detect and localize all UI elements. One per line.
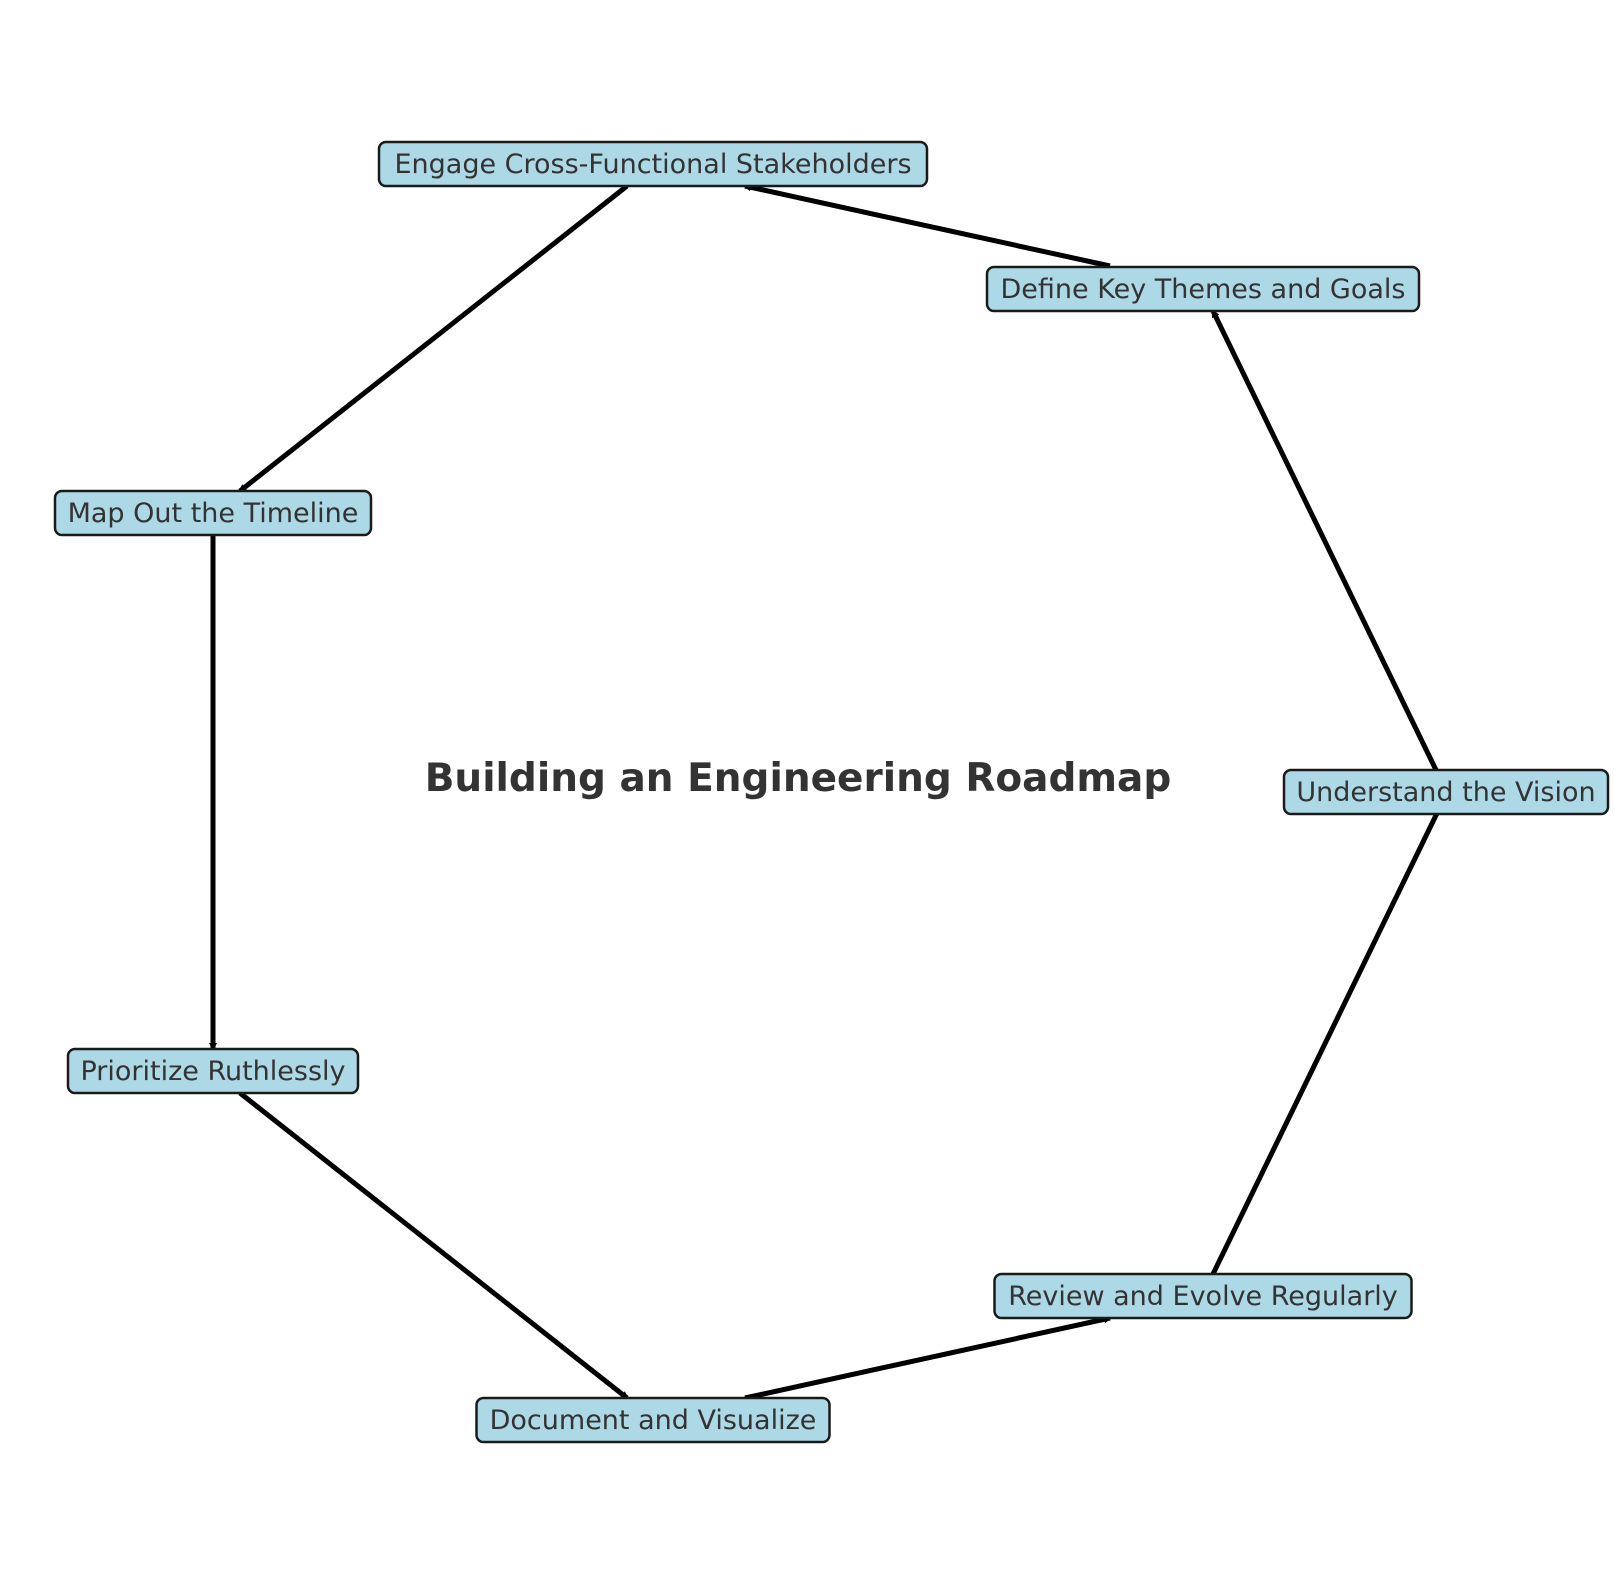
diagram-title: Building an Engineering Roadmap (425, 756, 1172, 801)
edge-vision-themes (1210, 309, 1439, 772)
node-box-stakeholders (377, 140, 929, 188)
edge-review-vision (1210, 803, 1444, 1276)
node-review: Review and Evolve Regularly (993, 1272, 1413, 1320)
node-vision: Understand the Vision (1282, 768, 1610, 816)
edges-layer (209, 183, 1444, 1401)
node-label-timeline: Map Out the Timeline (68, 498, 359, 529)
node-label-vision: Understand the Vision (1296, 777, 1595, 808)
node-box-document (475, 1396, 831, 1444)
edge-prioritize-document (238, 1091, 629, 1400)
node-box-themes (985, 265, 1421, 313)
edge-document-review (744, 1315, 1112, 1401)
node-label-stakeholders: Engage Cross-Functional Stakeholders (394, 149, 911, 180)
node-prioritize: Prioritize Ruthlessly (66, 1047, 360, 1095)
edge-themes-stakeholders (743, 183, 1111, 269)
edge-stakeholders-timeline (238, 184, 629, 493)
node-box-vision (1282, 768, 1610, 816)
node-timeline: Map Out the Timeline (53, 489, 373, 537)
node-label-prioritize: Prioritize Ruthlessly (80, 1056, 345, 1087)
node-themes: Define Key Themes and Goals (985, 265, 1421, 313)
node-box-review (993, 1272, 1413, 1320)
node-label-themes: Define Key Themes and Goals (1001, 274, 1406, 305)
node-document: Document and Visualize (475, 1396, 831, 1444)
node-label-review: Review and Evolve Regularly (1008, 1281, 1398, 1312)
node-box-timeline (53, 489, 373, 537)
node-stakeholders: Engage Cross-Functional Stakeholders (377, 140, 929, 188)
node-box-prioritize (66, 1047, 360, 1095)
node-label-document: Document and Visualize (490, 1405, 817, 1436)
nodes-layer: Understand the Vision Define Key Themes a… (53, 140, 1610, 1444)
